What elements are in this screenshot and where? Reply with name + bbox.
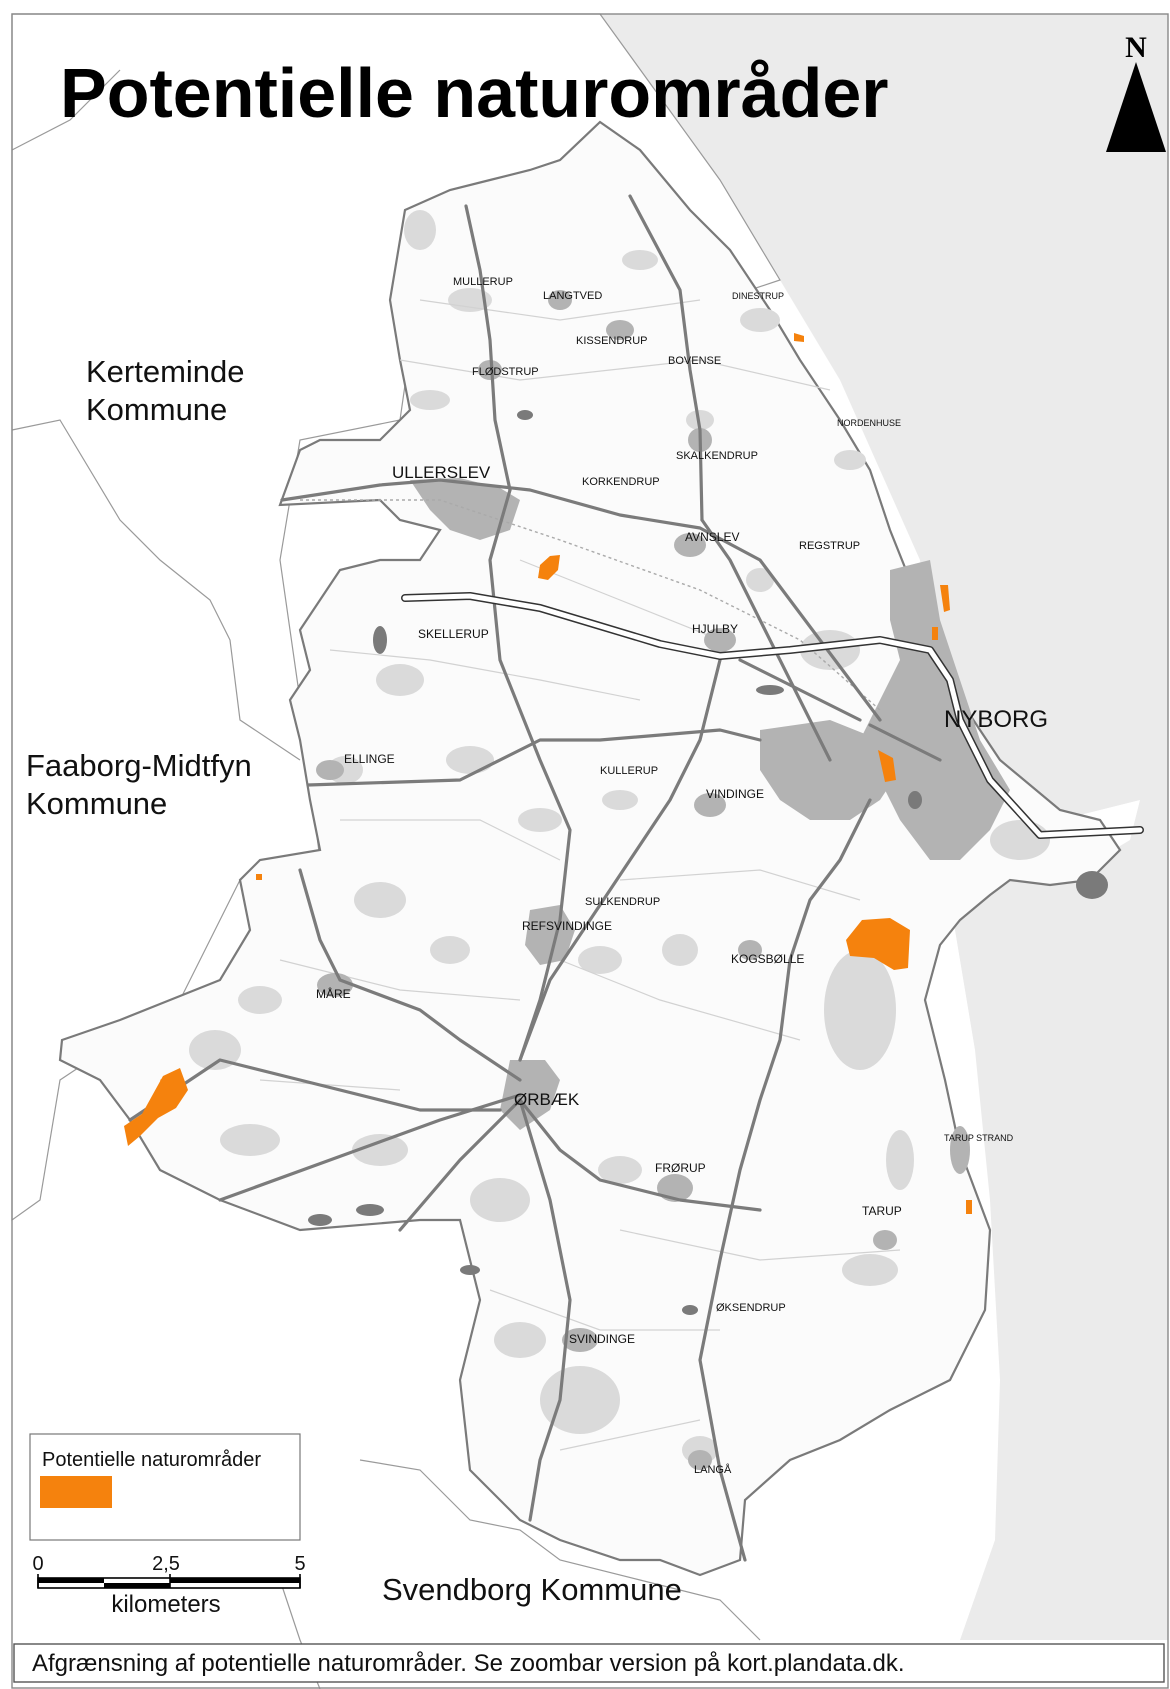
main-roads [128,194,942,1562]
legend-swatch [40,1476,112,1508]
legend-title: Potentielle naturområder [42,1449,261,1471]
town-label-oksendrup: ØKSENDRUP [716,1302,786,1314]
label-faaborg-midtfyn: Faaborg-Midtfyn Kommune [26,748,260,821]
sea-area [600,14,1168,1640]
town-label-avnslev: AVNSLEV [685,530,739,544]
north-arrow-icon: N [1106,31,1166,152]
town-label-ullerslev: ULLERSLEV [392,463,491,482]
town-label-kogsbolle: KOGSBØLLE [731,952,804,966]
urban-areas [316,290,1010,1470]
scale-tick-2-5: 2,5 [152,1553,180,1575]
minor-roads [259,299,901,1451]
town-label-mullerup: MULLERUP [453,276,513,288]
town-label-orbaek: ØRBÆK [514,1090,580,1109]
town-label-tarup: TARUP [862,1204,902,1218]
town-label-regstrup: REGSTRUP [799,540,860,552]
town-label-ellinge: ELLINGE [344,752,395,766]
town-label-nordenhuse: NORDENHUSE [837,418,901,428]
neighbour-boundary-line [11,419,301,761]
town-label-nyborg: NYBORG [944,706,1048,733]
scale-unit: kilometers [111,1591,220,1618]
town-label-refsvindinge: REFSVINDINGE [522,919,612,933]
caption-bar: Afgrænsning af potentielle naturområder.… [13,1643,1165,1683]
neighbour-boundary-line [359,1459,761,1641]
north-arrow-label: N [1125,31,1147,64]
town-label-skalkendrup: SKALKENDRUP [676,450,758,462]
map-frame [11,13,1169,1689]
town-label-maare: MÅRE [316,986,351,1001]
label-kerteminde-line2: Kommune [86,392,227,427]
forest-areas [189,210,1050,1464]
scale-tick-0: 0 [32,1553,43,1575]
town-label-kullerup: KULLERUP [600,765,658,777]
legend: Potentielle naturområder [29,1433,301,1541]
town-label-vindinge: VINDINGE [706,787,764,801]
label-kerteminde-line1: Kerteminde [86,354,245,389]
town-label-frorup: FRØRUP [655,1161,706,1175]
map-title: Potentielle naturområder [60,54,889,132]
caption-text: Afgrænsning af potentielle naturområder.… [32,1650,905,1677]
town-label-dinestrup: DINESTRUP [732,291,784,301]
town-label-langaa: LANGÅ [694,1463,732,1476]
scale-bar: 0 2,5 5 kilometers [32,1553,305,1618]
railway [300,499,881,711]
label-faaborg-line2: Kommune [26,786,167,821]
town-label-flodstrup: FLØDSTRUP [472,366,539,378]
label-faaborg-line1: Faaborg-Midtfyn [26,748,252,783]
town-label-hjulby: HJULBY [692,622,738,636]
town-label-kissendrup: KISSENDRUP [576,335,648,347]
motorway [402,593,1143,838]
town-labels: MULLERUP LANGTVED DINESTRUP KISSENDRUP B… [316,276,1048,1476]
town-label-sulkendrup: SULKENDRUP [585,896,660,908]
dark-features [308,410,1108,1315]
municipality-boundary [58,120,1122,1577]
scale-tick-5: 5 [294,1553,305,1575]
town-label-svindinge: SVINDINGE [569,1332,635,1346]
potential-nature-areas [124,333,972,1214]
neighbour-boundary-line [11,69,121,151]
label-svendborg: Svendborg Kommune [382,1572,682,1607]
town-label-langtved: LANGTVED [543,290,602,302]
town-label-skellerup: SKELLERUP [418,627,489,641]
town-label-korkendrup: KORKENDRUP [582,476,660,488]
town-label-bovense: BOVENSE [668,355,721,367]
label-kerteminde: Kerteminde Kommune [86,354,253,427]
town-label-tarup-strand: TARUP STRAND [944,1133,1014,1143]
